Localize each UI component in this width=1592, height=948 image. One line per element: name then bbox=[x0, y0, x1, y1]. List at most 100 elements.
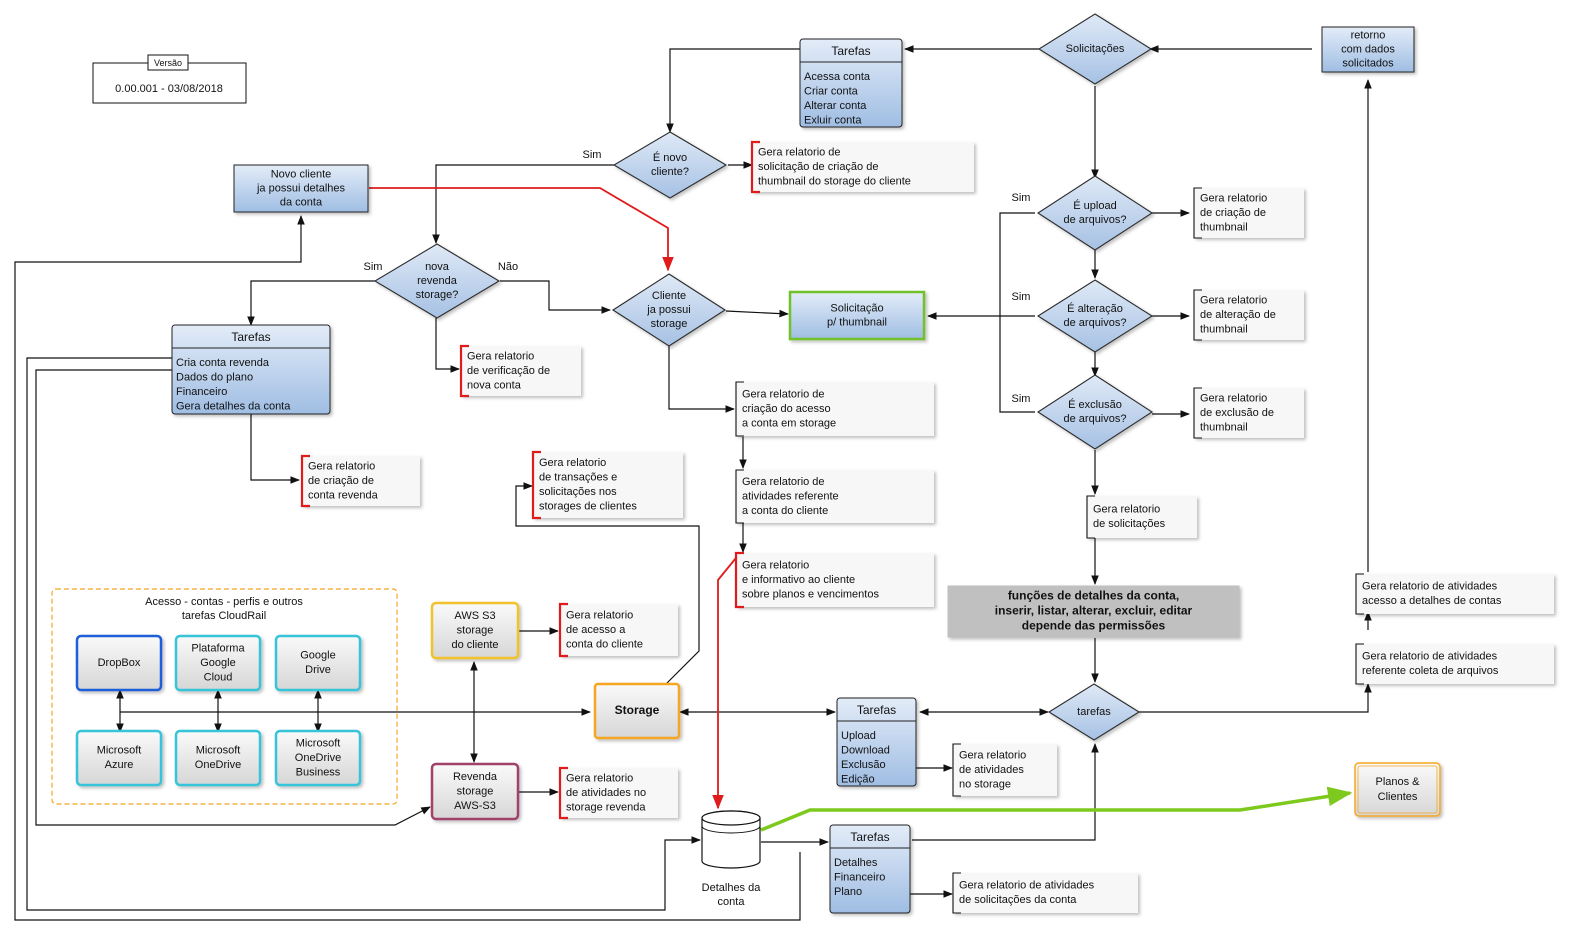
decision-text-line: storage? bbox=[416, 289, 459, 301]
decision-e-upload[interactable]: É upload de arquivos? bbox=[1036, 175, 1154, 251]
report-bracket bbox=[735, 469, 744, 524]
report-bracket bbox=[1355, 573, 1364, 615]
task-box-item: Detalhes bbox=[834, 857, 878, 869]
decision-solicitacoes[interactable]: Solicitações bbox=[1037, 13, 1153, 85]
report-bracket bbox=[1193, 387, 1202, 439]
report-bracket bbox=[1193, 187, 1202, 239]
decision-text-line: de arquivos? bbox=[1064, 214, 1127, 226]
report-bracket bbox=[459, 344, 469, 398]
report-bracket bbox=[734, 551, 744, 609]
process-text-line: Clientes bbox=[1378, 791, 1418, 803]
report-text-line: de transações e bbox=[539, 472, 617, 484]
database-detalhes-conta[interactable]: Detalhes da conta bbox=[701, 810, 762, 908]
task-box-item: Plano bbox=[834, 886, 862, 898]
decision-shape bbox=[612, 131, 728, 199]
task-box-item: Dados do plano bbox=[176, 371, 253, 383]
process-funcoes[interactable]: funções de detalhes da conta,inserir, li… bbox=[947, 585, 1240, 638]
report-bracket bbox=[735, 381, 744, 437]
service-text-line: Microsoft bbox=[97, 745, 142, 757]
task-box-item: Alterar conta bbox=[804, 100, 867, 112]
decision-text-line: É upload bbox=[1073, 199, 1116, 212]
decision-text-line: de arquivos? bbox=[1064, 317, 1127, 329]
report-text-line: no storage bbox=[959, 778, 1011, 790]
process-text-line: AWS-S3 bbox=[454, 800, 496, 812]
process-text-line: depende das permissões bbox=[1022, 619, 1166, 633]
report-card bbox=[1194, 388, 1304, 438]
report-text-line: de acesso a bbox=[566, 624, 626, 636]
service-dropbox[interactable]: DropBox bbox=[75, 634, 163, 692]
report-text-line: solicitações nos bbox=[539, 486, 617, 498]
report-text-line: Gera relatorio de bbox=[742, 476, 825, 488]
report-bracket bbox=[1355, 643, 1364, 685]
task-box-frame bbox=[836, 697, 917, 787]
report-bracket bbox=[750, 140, 760, 194]
decision-tarefas-central[interactable]: tarefas bbox=[1047, 683, 1141, 741]
process-text-line: Storage bbox=[615, 703, 660, 717]
report-text-line: Gera relatorio de bbox=[742, 388, 825, 400]
process-text-line: ja possui detalhes bbox=[256, 182, 346, 194]
decision-shape bbox=[611, 273, 727, 347]
decision-text-line: de arquivos? bbox=[1064, 413, 1127, 425]
report-text-line: Gera relatorio bbox=[566, 772, 633, 784]
task-box-title: Tarefas bbox=[850, 830, 889, 844]
decision-e-exclusao[interactable]: É exclusão de arquivos? bbox=[1036, 374, 1154, 450]
decision-text-line: tarefas bbox=[1077, 706, 1111, 718]
database-caption-line: conta bbox=[718, 896, 746, 908]
report-bracket bbox=[558, 602, 568, 658]
report-text-line: conta do cliente bbox=[566, 638, 643, 650]
process-text-line: com dados bbox=[1341, 43, 1395, 55]
cloudrail-group bbox=[51, 588, 398, 805]
report-card bbox=[1356, 644, 1554, 684]
database-caption-line: Detalhes da bbox=[702, 882, 762, 894]
task-box-title: Tarefas bbox=[857, 703, 896, 717]
report-text-line: de verificação de bbox=[467, 365, 550, 377]
report-bracket bbox=[1193, 289, 1202, 341]
service-frame bbox=[274, 634, 362, 692]
process-frame bbox=[788, 290, 926, 341]
decision-text-line: É exclusão bbox=[1068, 398, 1122, 411]
report-text-line: Gera relatorio de atividades bbox=[959, 880, 1095, 892]
edge-label-sim-upload: Sim bbox=[1012, 192, 1031, 204]
process-planos-clientes[interactable]: Planos &Clientes bbox=[1354, 762, 1441, 817]
report-bracket bbox=[300, 454, 310, 508]
process-text-line: da conta bbox=[280, 196, 323, 208]
service-text-line: Microsoft bbox=[196, 745, 241, 757]
report-text-line: de exclusão de bbox=[1200, 407, 1274, 419]
process-storage[interactable]: Storage bbox=[593, 682, 681, 740]
